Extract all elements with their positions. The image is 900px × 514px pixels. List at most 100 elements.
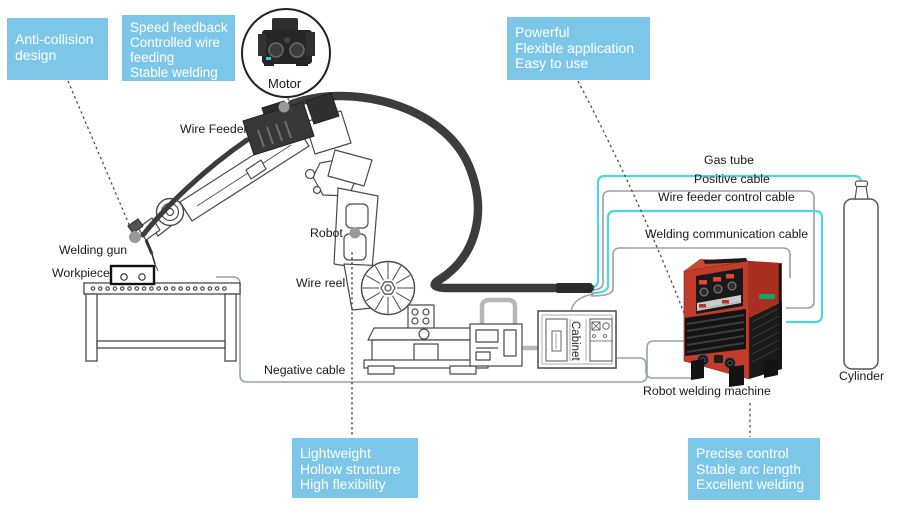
workpiece-block bbox=[109, 264, 156, 286]
bolt bbox=[422, 308, 430, 316]
wire-feeder-control-cable-label: Wire feeder control cable bbox=[658, 190, 795, 204]
panel-display bbox=[726, 274, 734, 279]
panel-tag bbox=[699, 304, 706, 308]
wire-feeder-dot bbox=[278, 101, 290, 113]
callout-line: Easy to use bbox=[515, 55, 589, 72]
table-leg-right bbox=[224, 293, 237, 362]
motor-foot bbox=[296, 62, 308, 66]
motor-label: Motor bbox=[268, 76, 302, 91]
gun-contact-tip bbox=[151, 253, 156, 265]
controller-vent bbox=[475, 329, 499, 343]
robot-label: Robot bbox=[310, 226, 343, 240]
panel-knob bbox=[727, 281, 737, 291]
motor-bubble bbox=[241, 8, 331, 98]
panel-label-strip bbox=[697, 295, 741, 311]
welding-gun-dot bbox=[129, 231, 141, 243]
workpiece-hole bbox=[120, 273, 128, 281]
cabinet-label: Cabinet bbox=[569, 321, 581, 361]
callout-line: Lightweight bbox=[300, 445, 371, 461]
cabinet-panel bbox=[589, 318, 613, 362]
callout-line: Speed feedback bbox=[130, 20, 228, 35]
table-leg-left bbox=[85, 293, 98, 362]
callout-line: High flexibility bbox=[300, 476, 386, 493]
welding-communication-cable-label: Welding communication cable bbox=[645, 227, 809, 241]
welding-table bbox=[83, 264, 241, 362]
bundle-to-cabinet-line bbox=[570, 293, 595, 312]
boom-plate bbox=[245, 159, 267, 180]
welding-machine bbox=[683, 258, 782, 387]
shoulder-bolt-small bbox=[312, 185, 322, 195]
callout-line: feeding bbox=[130, 50, 175, 66]
negative-cable-label: Negative cable bbox=[264, 363, 346, 377]
cylinder-valve bbox=[854, 180, 869, 188]
callout-line: Flexible application bbox=[515, 39, 635, 56]
feeder-vents bbox=[257, 120, 292, 148]
cabinet-panel-dot bbox=[592, 334, 596, 338]
workpiece-hole bbox=[138, 273, 146, 281]
reel-spokes bbox=[362, 262, 414, 314]
motor-top-block bbox=[272, 18, 298, 32]
gas-cylinder bbox=[843, 180, 879, 370]
callout-line: Powerful bbox=[515, 24, 570, 40]
cylinder-label: Cylinder bbox=[839, 369, 885, 383]
callout-precise: Precise control Stable arc length Excell… bbox=[688, 438, 820, 500]
bundle-connector bbox=[556, 283, 592, 293]
boom-detail bbox=[196, 144, 292, 207]
base-foot-right bbox=[449, 365, 477, 375]
machine-foot bbox=[764, 359, 778, 378]
anti-collision-pointer bbox=[67, 80, 132, 230]
motor-led bbox=[266, 57, 271, 60]
torch-cable-bundle bbox=[287, 91, 595, 293]
callout-speed-feedback: Speed feedback Controlled wire feeding S… bbox=[122, 15, 235, 81]
callout-line: Controlled wire bbox=[130, 35, 221, 51]
bolt bbox=[422, 317, 430, 325]
motor-side-right bbox=[306, 32, 315, 56]
machine-foot bbox=[729, 365, 744, 387]
panel-knob bbox=[713, 284, 723, 294]
cabinet-panel-box bbox=[591, 321, 601, 331]
motor-roller bbox=[289, 42, 305, 58]
negative-cable-line bbox=[216, 276, 686, 383]
callout-powerful: Powerful Flexible application Easy to us… bbox=[507, 17, 650, 80]
motor-foot bbox=[264, 62, 274, 66]
wire-reel-label: Wire reel bbox=[296, 276, 346, 290]
gas-tube-label: Gas tube bbox=[704, 153, 754, 167]
bolt bbox=[411, 317, 419, 325]
robot-welding-machine-label: Robot welding machine bbox=[643, 384, 771, 398]
machine-logo bbox=[759, 294, 775, 299]
machine-vent-ribs bbox=[686, 314, 745, 353]
bolt bbox=[411, 308, 419, 316]
wire-reel-wheel bbox=[360, 260, 416, 316]
panel-display bbox=[699, 280, 707, 285]
gun-wire bbox=[154, 263, 159, 272]
table-top bbox=[83, 282, 241, 295]
machine-handle bbox=[703, 258, 748, 264]
callout-line: Anti-collision bbox=[15, 31, 94, 47]
callout-lightweight: Lightweight Hollow structure High flexib… bbox=[292, 438, 418, 498]
motor-roller bbox=[268, 42, 284, 58]
cable-loops bbox=[570, 174, 863, 324]
panel-display bbox=[713, 277, 721, 282]
upper-column-joint bbox=[327, 149, 373, 187]
base-foot-left bbox=[367, 365, 395, 375]
motor-gear bbox=[284, 37, 290, 43]
controller-slot bbox=[503, 329, 517, 357]
cabinet-panel-dot bbox=[603, 334, 607, 338]
cabinet-panel-dial bbox=[602, 322, 610, 330]
dark-cables bbox=[140, 91, 595, 293]
callout-line: Hollow structure bbox=[300, 460, 401, 477]
gun-tip-block bbox=[127, 218, 144, 234]
wire-feeder-control-line bbox=[590, 209, 824, 324]
machine-mesh-lines bbox=[751, 307, 780, 363]
gas-tube-line bbox=[590, 174, 863, 289]
reel-hub-center bbox=[384, 284, 392, 292]
callout-line: Precise control bbox=[696, 445, 789, 461]
panel-tag-line bbox=[698, 301, 740, 310]
wire-feeder-label: Wire Feeder bbox=[180, 122, 248, 136]
cylinder-neck bbox=[854, 185, 869, 200]
controller-port bbox=[475, 351, 491, 361]
panel-knob bbox=[699, 287, 709, 297]
socket-connector bbox=[714, 355, 723, 363]
welding-comm-line bbox=[590, 247, 791, 297]
callout-anti-collision: Anti-collision design bbox=[7, 18, 108, 80]
